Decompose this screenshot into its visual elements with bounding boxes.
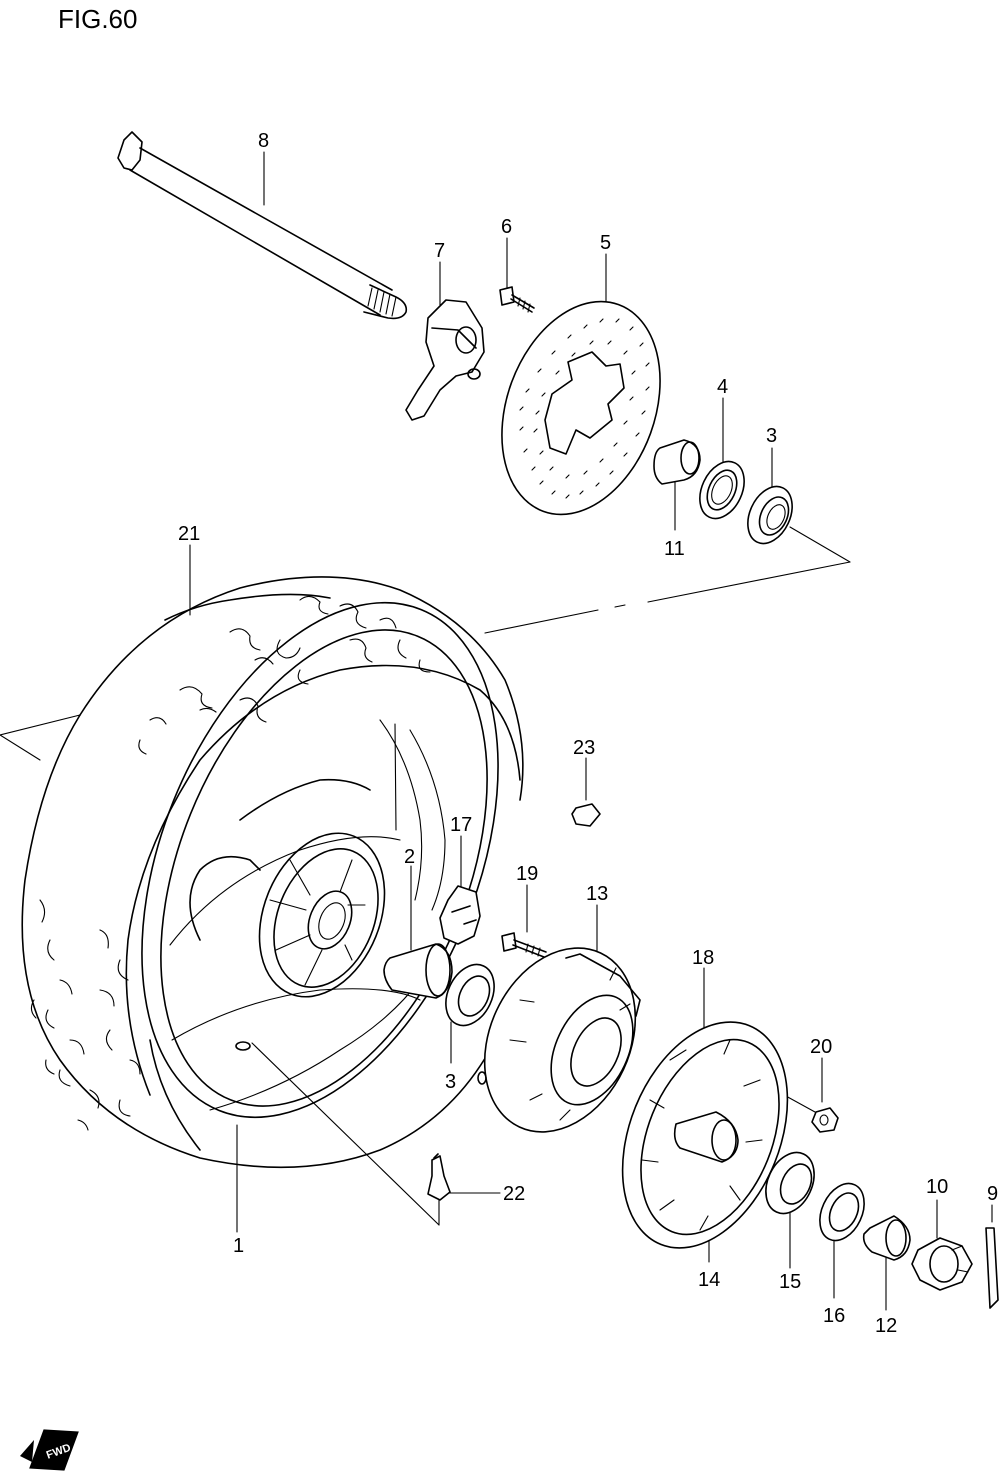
part-callouts: 1 2 3 3 4 5 6 7 8 9 10 11 12 13 14 15 16…: [178, 130, 998, 1337]
tire-part: [21, 576, 524, 1169]
carrier-oil-seal-part: [819, 1182, 865, 1242]
spacer-part: [653, 439, 701, 485]
forward-arrow-icon: FWD: [20, 1429, 79, 1471]
callout-22: 22: [503, 1183, 525, 1205]
callout-13: 13: [586, 883, 608, 905]
callout-5: 5: [600, 232, 611, 254]
callout-2: 2: [404, 846, 415, 868]
callout-18: 18: [692, 947, 714, 969]
callout-12: 12: [875, 1315, 897, 1337]
callout-6: 6: [501, 216, 512, 238]
sprocket-carrier-part: [477, 947, 641, 1133]
disc-bolt-part: [499, 286, 535, 313]
callout-20: 20: [810, 1036, 832, 1058]
callout-3-lower: 3: [445, 1071, 456, 1093]
callout-15: 15: [779, 1271, 801, 1293]
oil-seal-part: [699, 460, 745, 520]
axle-nut-part: [911, 1237, 973, 1291]
sprocket-spacer-part: [673, 1111, 739, 1163]
callout-8: 8: [258, 130, 269, 152]
cotter-pin-part: [985, 1227, 999, 1309]
sprocket-nut-part: [811, 1107, 839, 1133]
hub-spacer-part: [383, 943, 453, 999]
axle-spacer-part: [862, 1215, 911, 1261]
sprocket-mount-bolt-part: [501, 932, 547, 958]
leader-lines: [0, 151, 993, 1311]
axle-part: [117, 131, 408, 320]
callout-4: 4: [717, 376, 728, 398]
callout-11: 11: [664, 538, 685, 560]
figure-title: FIG.60: [58, 4, 138, 34]
caliper-bracket-part: [405, 299, 485, 421]
wheel-part: [141, 601, 499, 1119]
callout-9: 9: [987, 1183, 998, 1205]
small-nut-part: [571, 803, 601, 827]
callout-10: 10: [926, 1176, 948, 1198]
air-valve-part: [427, 1153, 451, 1201]
callout-1: 1: [233, 1235, 244, 1257]
callout-19: 19: [516, 863, 538, 885]
cush-rubber-part: [439, 885, 481, 945]
callout-21: 21: [178, 523, 200, 545]
callout-14: 14: [698, 1269, 720, 1291]
callout-7: 7: [434, 240, 445, 262]
brake-disc-part: [501, 300, 661, 516]
callout-17: 17: [450, 814, 472, 836]
callout-3-upper: 3: [766, 425, 777, 447]
callout-16: 16: [823, 1305, 845, 1327]
carrier-bearing-part: [765, 1151, 815, 1215]
wheel-bearing-top-part: [747, 485, 793, 545]
wheel-bearing-lower-part: [445, 963, 495, 1027]
callout-23: 23: [573, 737, 595, 759]
